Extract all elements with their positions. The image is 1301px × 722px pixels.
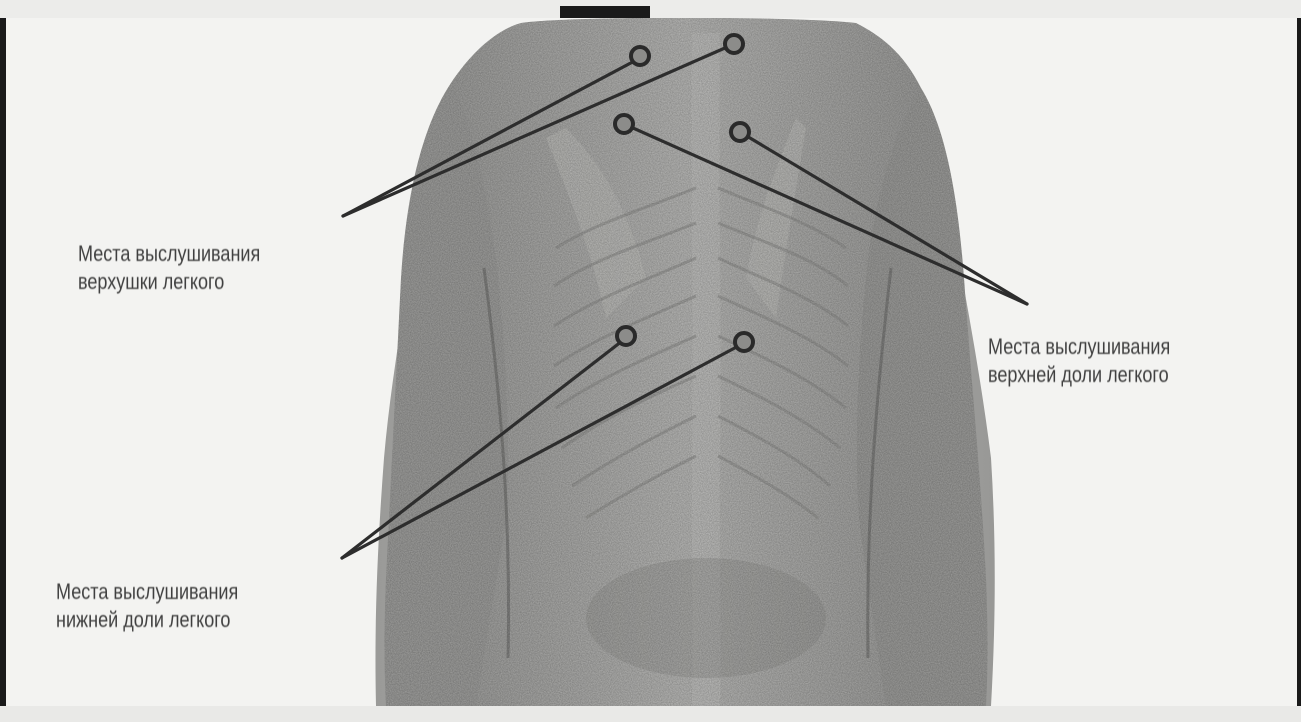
marker-apex-left: [631, 47, 649, 65]
skin-texture: [385, 18, 988, 706]
label-lower-lobe-sites: Места выслушивания нижней доли легкого: [56, 578, 238, 634]
marker-upper-left: [615, 115, 633, 133]
label-lower-lobe-line2: нижней доли легкого: [56, 606, 238, 634]
label-apex-line1: Места выслушивания: [78, 240, 260, 268]
label-upper-lobe-line2: верхней доли легкого: [988, 361, 1170, 389]
label-apex-line2: верхушки легкого: [78, 268, 260, 296]
top-border: [0, 0, 1301, 18]
label-upper-lobe-line1: Места выслушивания: [988, 333, 1170, 361]
marker-lower-left: [617, 327, 635, 345]
marker-apex-right: [725, 35, 743, 53]
marker-lower-right: [735, 333, 753, 351]
figure-frame: Места выслушивания верхушки легкого Мест…: [6, 18, 1297, 706]
marker-upper-right: [731, 123, 749, 141]
label-lower-lobe-line1: Места выслушивания: [56, 578, 238, 606]
label-apex-sites: Места выслушивания верхушки легкого: [78, 240, 260, 296]
label-upper-lobe-sites: Места выслушивания верхней доли легкого: [988, 333, 1170, 389]
bottom-border: [0, 706, 1301, 722]
torso: [375, 18, 994, 706]
